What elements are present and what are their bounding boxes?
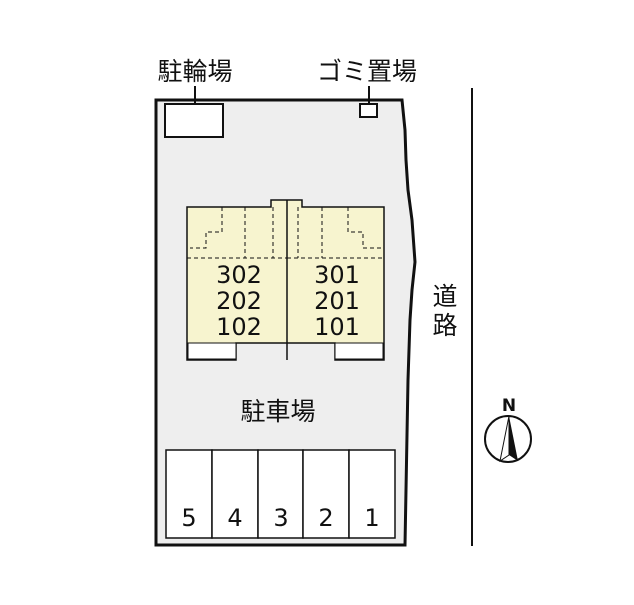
garbage-area-label: ゴミ置場 xyxy=(317,57,417,86)
unit-302: 302 xyxy=(216,261,262,289)
bicycle-parking-box xyxy=(164,103,224,138)
balcony-left xyxy=(187,342,237,360)
parking-lot-label: 駐車場 xyxy=(240,397,315,426)
road-label-char-2: 路 xyxy=(432,311,457,340)
building: 302 202 102 301 201 101 xyxy=(186,199,385,361)
building-outline xyxy=(186,199,385,361)
parking-space-2 xyxy=(302,449,350,539)
garbage-area-box xyxy=(359,103,378,118)
parking-space-3 xyxy=(257,449,304,539)
parking-space-1-label: 1 xyxy=(364,504,379,532)
unit-101: 101 xyxy=(314,313,360,341)
north-compass-icon: N xyxy=(484,396,532,463)
balcony-right xyxy=(334,342,384,360)
compass-needle-dark xyxy=(509,416,518,461)
parking-space-1 xyxy=(348,449,396,539)
parking-space-4-label: 4 xyxy=(227,504,242,532)
unit-202: 202 xyxy=(216,287,262,315)
parking-space-5-label: 5 xyxy=(181,504,196,532)
road-label-char-1: 道 xyxy=(432,282,457,311)
compass-north-label: N xyxy=(502,396,516,416)
bicycle-parking-label: 駐輪場 xyxy=(157,57,232,86)
interior-dashed-lines xyxy=(187,207,384,259)
parking-space-3-label: 3 xyxy=(273,504,288,532)
parking-space-2-label: 2 xyxy=(318,504,333,532)
unit-201: 201 xyxy=(314,287,360,315)
compass-needle-light xyxy=(499,415,510,463)
unit-102: 102 xyxy=(216,313,262,341)
unit-301: 301 xyxy=(314,261,360,289)
parking-spaces: 5 4 3 2 1 xyxy=(165,449,396,539)
parking-space-4 xyxy=(211,449,259,539)
